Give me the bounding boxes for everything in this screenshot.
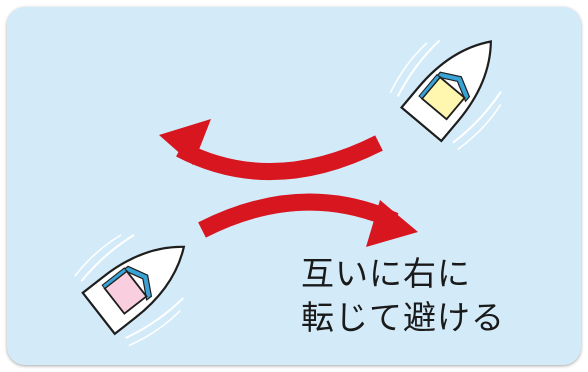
boat-icon [74,234,186,347]
curved-arrow-right-icon [198,193,418,247]
rule-caption: 互いに右に 転じて避ける [301,252,571,340]
water-panel [7,7,581,365]
curved-arrow-left-icon [159,119,383,181]
rule-caption-line-2: 転じて避ける [301,298,505,337]
rule-caption-line-1: 互いに右に [301,254,471,293]
boat-icon [389,39,502,151]
boat-avoidance-diagram [74,39,502,347]
